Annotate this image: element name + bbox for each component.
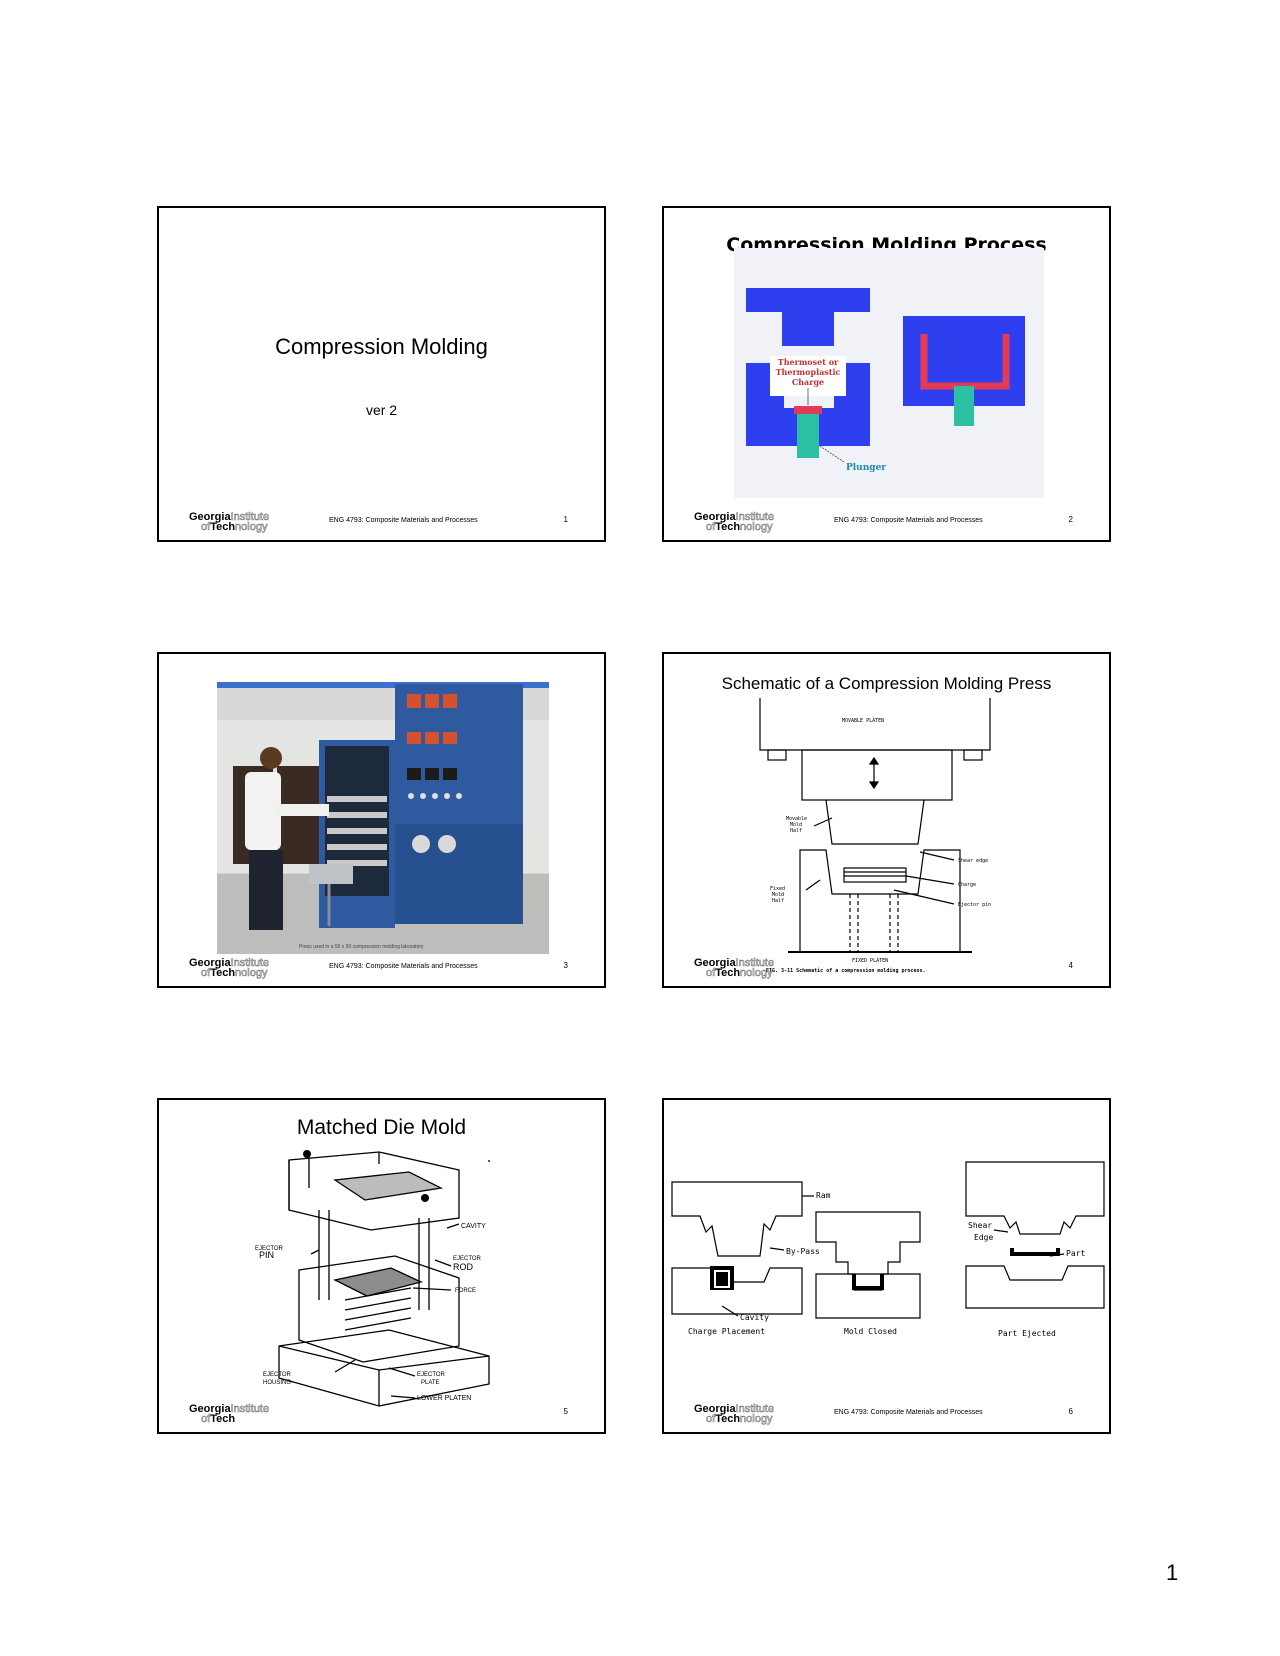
georgia-tech-logo: GeorgiaInstitute ofTechnology bbox=[694, 957, 775, 979]
georgia-tech-logo: GeorgiaInstitute ofTechnology bbox=[694, 511, 775, 533]
slide-1: Compression Molding ver 2 GeorgiaInstitu… bbox=[157, 206, 606, 542]
shear-edge-label: Shear edge bbox=[958, 858, 988, 864]
movable-mold-half bbox=[825, 799, 925, 845]
upper-block bbox=[801, 749, 953, 801]
page-number: 1 bbox=[1166, 1560, 1179, 1585]
molded-part bbox=[333, 1267, 423, 1297]
fixed-half-line3: Half bbox=[772, 898, 784, 904]
process-diagram: Thermoset or Thermoplastic Charge Plunge… bbox=[734, 248, 1044, 498]
press-photo bbox=[217, 682, 549, 954]
movable-half-line1: Movable bbox=[786, 816, 807, 822]
slide-4: Schematic of a Compression Molding Press… bbox=[662, 652, 1111, 988]
slide-number: 4 bbox=[1068, 961, 1073, 970]
movable-half-line3: Half bbox=[790, 828, 802, 834]
upper-die-punch bbox=[782, 312, 834, 346]
slide-2: Compression Molding Process Thermoset or… bbox=[662, 206, 1111, 542]
stage2-ram bbox=[815, 1211, 921, 1275]
slide-number: 5 bbox=[563, 1407, 568, 1416]
slide-3: Press used in a 50 x 50 compression mold… bbox=[157, 652, 606, 988]
slide-4-title: Schematic of a Compression Molding Press bbox=[721, 674, 1052, 693]
footer-course: ENG 4793: Composite Materials and Proces… bbox=[329, 963, 478, 970]
ejector-pin-label: Ejector pin bbox=[958, 902, 991, 908]
slide-5: Matched Die Mold CA bbox=[157, 1098, 606, 1434]
die-mold-sketch: CAVITY EJECTOR PIN EJECTOR ROD FORCE EJE… bbox=[255, 1150, 490, 1407]
stage2-part bbox=[852, 1274, 884, 1290]
upper-cavity bbox=[333, 1171, 444, 1201]
footer-course: ENG 4793: Composite Materials and Proces… bbox=[834, 517, 983, 524]
ejector-pin-label-2: PIN bbox=[259, 1250, 274, 1260]
ram-label: Ram bbox=[816, 1191, 831, 1200]
ejector-rod-label-2: ROD bbox=[453, 1262, 474, 1272]
operator-head bbox=[260, 747, 282, 769]
stage1-label: Charge Placement bbox=[688, 1327, 765, 1336]
cart bbox=[309, 864, 353, 884]
stage3-ram bbox=[965, 1161, 1105, 1235]
lower-platen bbox=[278, 1329, 490, 1407]
ejector-plate-label-2: PLATE bbox=[421, 1380, 440, 1386]
charge-label: Charge bbox=[958, 882, 976, 888]
fixed-half-line2: Mold bbox=[772, 892, 784, 898]
slide-number: 2 bbox=[1068, 515, 1073, 524]
stage3-part bbox=[1010, 1248, 1060, 1256]
footer-course: ENG 4793: Composite Materials and Proces… bbox=[834, 1409, 983, 1416]
stage3-label: Part Ejected bbox=[998, 1329, 1056, 1338]
stage2-die bbox=[815, 1273, 921, 1319]
stage3-die bbox=[965, 1265, 1105, 1309]
stage1-ram bbox=[671, 1181, 803, 1257]
cavity-label: CAVITY bbox=[461, 1223, 486, 1230]
charge-stack bbox=[843, 867, 907, 883]
movable-platen-label: MOVABLE PLATEN bbox=[842, 718, 884, 724]
upper-die bbox=[746, 288, 870, 312]
process-stages-sketch: Ram By-Pass Cavity Shear Edge Part Charg… bbox=[671, 1161, 1105, 1338]
footer-course: ENG 4793: Composite Materials and Proces… bbox=[329, 517, 478, 524]
ejector-pin-label-1: EJECTOR bbox=[255, 1246, 284, 1252]
slide-6: Ram By-Pass Cavity Shear Edge Part Charg… bbox=[662, 1098, 1111, 1434]
slide-1-subtitle: ver 2 bbox=[365, 402, 398, 418]
bypass-label: By-Pass bbox=[786, 1247, 820, 1256]
fixed-half-line1: Fixed bbox=[770, 886, 785, 892]
operator-pants bbox=[249, 850, 283, 930]
slide-1-title: Compression Molding bbox=[275, 334, 488, 359]
ejector-rod-label-1: EJECTOR bbox=[453, 1256, 482, 1262]
figure-caption: FIG. 3-11 Schematic of a compression mol… bbox=[766, 968, 926, 974]
slide-number: 6 bbox=[1068, 1407, 1073, 1416]
charge bbox=[794, 406, 822, 414]
movable-platen bbox=[759, 698, 991, 751]
georgia-tech-logo: GeorgiaInstitute ofTechnology bbox=[189, 957, 270, 979]
stage2-label: Mold Closed bbox=[844, 1327, 897, 1336]
press-schematic: MOVABLE PLATEN Movable Mold Half Fixed M… bbox=[759, 698, 991, 974]
slide-number: 1 bbox=[563, 515, 568, 524]
charge-label-line2: Thermoplastic bbox=[776, 367, 841, 377]
operator-coat bbox=[245, 772, 281, 850]
georgia-tech-logo: GeorgiaInstitute ofTechnology bbox=[694, 1403, 775, 1425]
shear-edge-label-1: Shear bbox=[968, 1221, 992, 1230]
stage1-die bbox=[671, 1267, 803, 1315]
georgia-tech-logo: GeorgiaInstitute ofTech bbox=[189, 1403, 270, 1425]
slide-number: 3 bbox=[563, 961, 568, 970]
force-label: FORCE bbox=[455, 1288, 476, 1294]
cavity-label: Cavity bbox=[740, 1313, 769, 1322]
ejector-housing-label-1: EJECTOR bbox=[263, 1372, 292, 1378]
fixed-mold-half bbox=[799, 849, 961, 953]
fixed-platen-label: FIXED PLATEN bbox=[852, 958, 888, 964]
lower-platen-label: LOWER PLATEN bbox=[417, 1395, 471, 1402]
slide-5-title: Matched Die Mold bbox=[296, 1116, 467, 1139]
ejector-housing-label-2: HOUSING bbox=[263, 1380, 291, 1386]
plunger-label: Plunger bbox=[846, 463, 886, 473]
closed-plunger bbox=[954, 386, 974, 426]
georgia-tech-logo: GeorgiaInstitute ofTechnology bbox=[189, 511, 270, 533]
charge-label-line1: Thermoset or bbox=[778, 357, 839, 367]
lower-mold bbox=[298, 1255, 460, 1363]
movable-half-line2: Mold bbox=[790, 822, 802, 828]
part-label: Part bbox=[1066, 1249, 1085, 1258]
shear-edge-label-2: Edge bbox=[974, 1233, 993, 1242]
ejector-plate-label-1: EJECTOR bbox=[417, 1372, 446, 1378]
plunger bbox=[797, 414, 819, 458]
photo-caption: Press used in a 50 x 50 compression mold… bbox=[299, 944, 424, 950]
charge-label-line3: Charge bbox=[792, 377, 824, 387]
